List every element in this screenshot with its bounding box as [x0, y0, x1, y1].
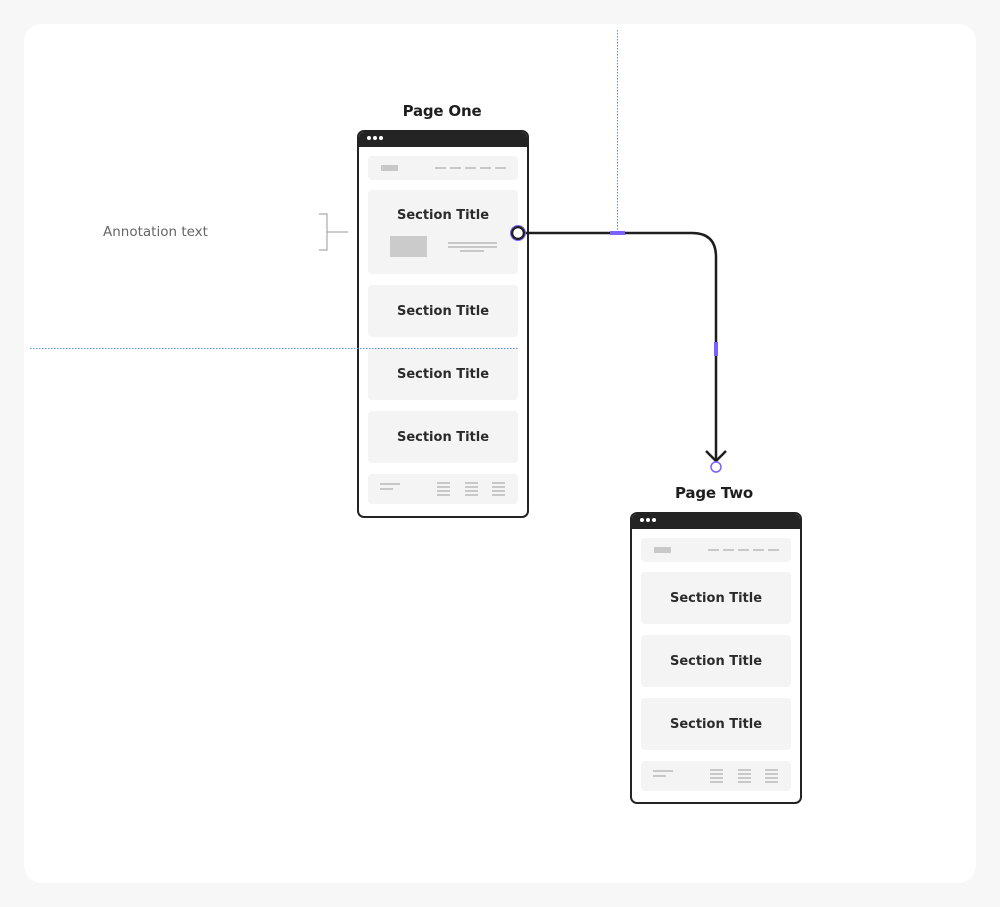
section-block[interactable]: Section Title — [368, 348, 518, 400]
browser-bar — [359, 132, 527, 147]
footer-placeholder — [368, 474, 518, 504]
window-dots-icon — [367, 136, 383, 140]
section-title: Section Title — [396, 303, 490, 319]
nav-links-placeholder — [708, 549, 779, 551]
section-title: Section Title — [669, 716, 763, 732]
page-two-frame[interactable]: Section Title Section Title Section Titl… — [630, 512, 802, 804]
header-placeholder — [641, 538, 791, 562]
browser-bar — [632, 514, 800, 529]
section-title: Section Title — [396, 366, 490, 382]
text-placeholder — [448, 242, 497, 254]
window-dots-icon — [640, 518, 656, 522]
footer-placeholder — [641, 761, 791, 791]
page-one-label: Page One — [402, 102, 482, 120]
section-title: Section Title — [669, 653, 763, 669]
section-block[interactable]: Section Title — [641, 698, 791, 750]
logo-placeholder — [381, 165, 398, 171]
section-block[interactable]: Section Title — [368, 411, 518, 463]
section-title: Section Title — [396, 208, 490, 223]
logo-placeholder — [654, 547, 671, 553]
nav-links-placeholder — [435, 167, 506, 169]
section-block[interactable]: Section Title — [641, 572, 791, 624]
section-title: Section Title — [669, 590, 763, 606]
annotation-text[interactable]: Annotation text — [103, 224, 208, 240]
section-block[interactable]: Section Title — [368, 190, 518, 274]
section-title: Section Title — [396, 429, 490, 445]
image-placeholder — [390, 236, 427, 257]
page-two-label: Page Two — [675, 484, 753, 502]
section-block[interactable]: Section Title — [641, 635, 791, 687]
section-block[interactable]: Section Title — [368, 285, 518, 337]
header-placeholder — [368, 156, 518, 180]
page-one-frame[interactable]: Section Title Section Title Section Titl… — [357, 130, 529, 518]
